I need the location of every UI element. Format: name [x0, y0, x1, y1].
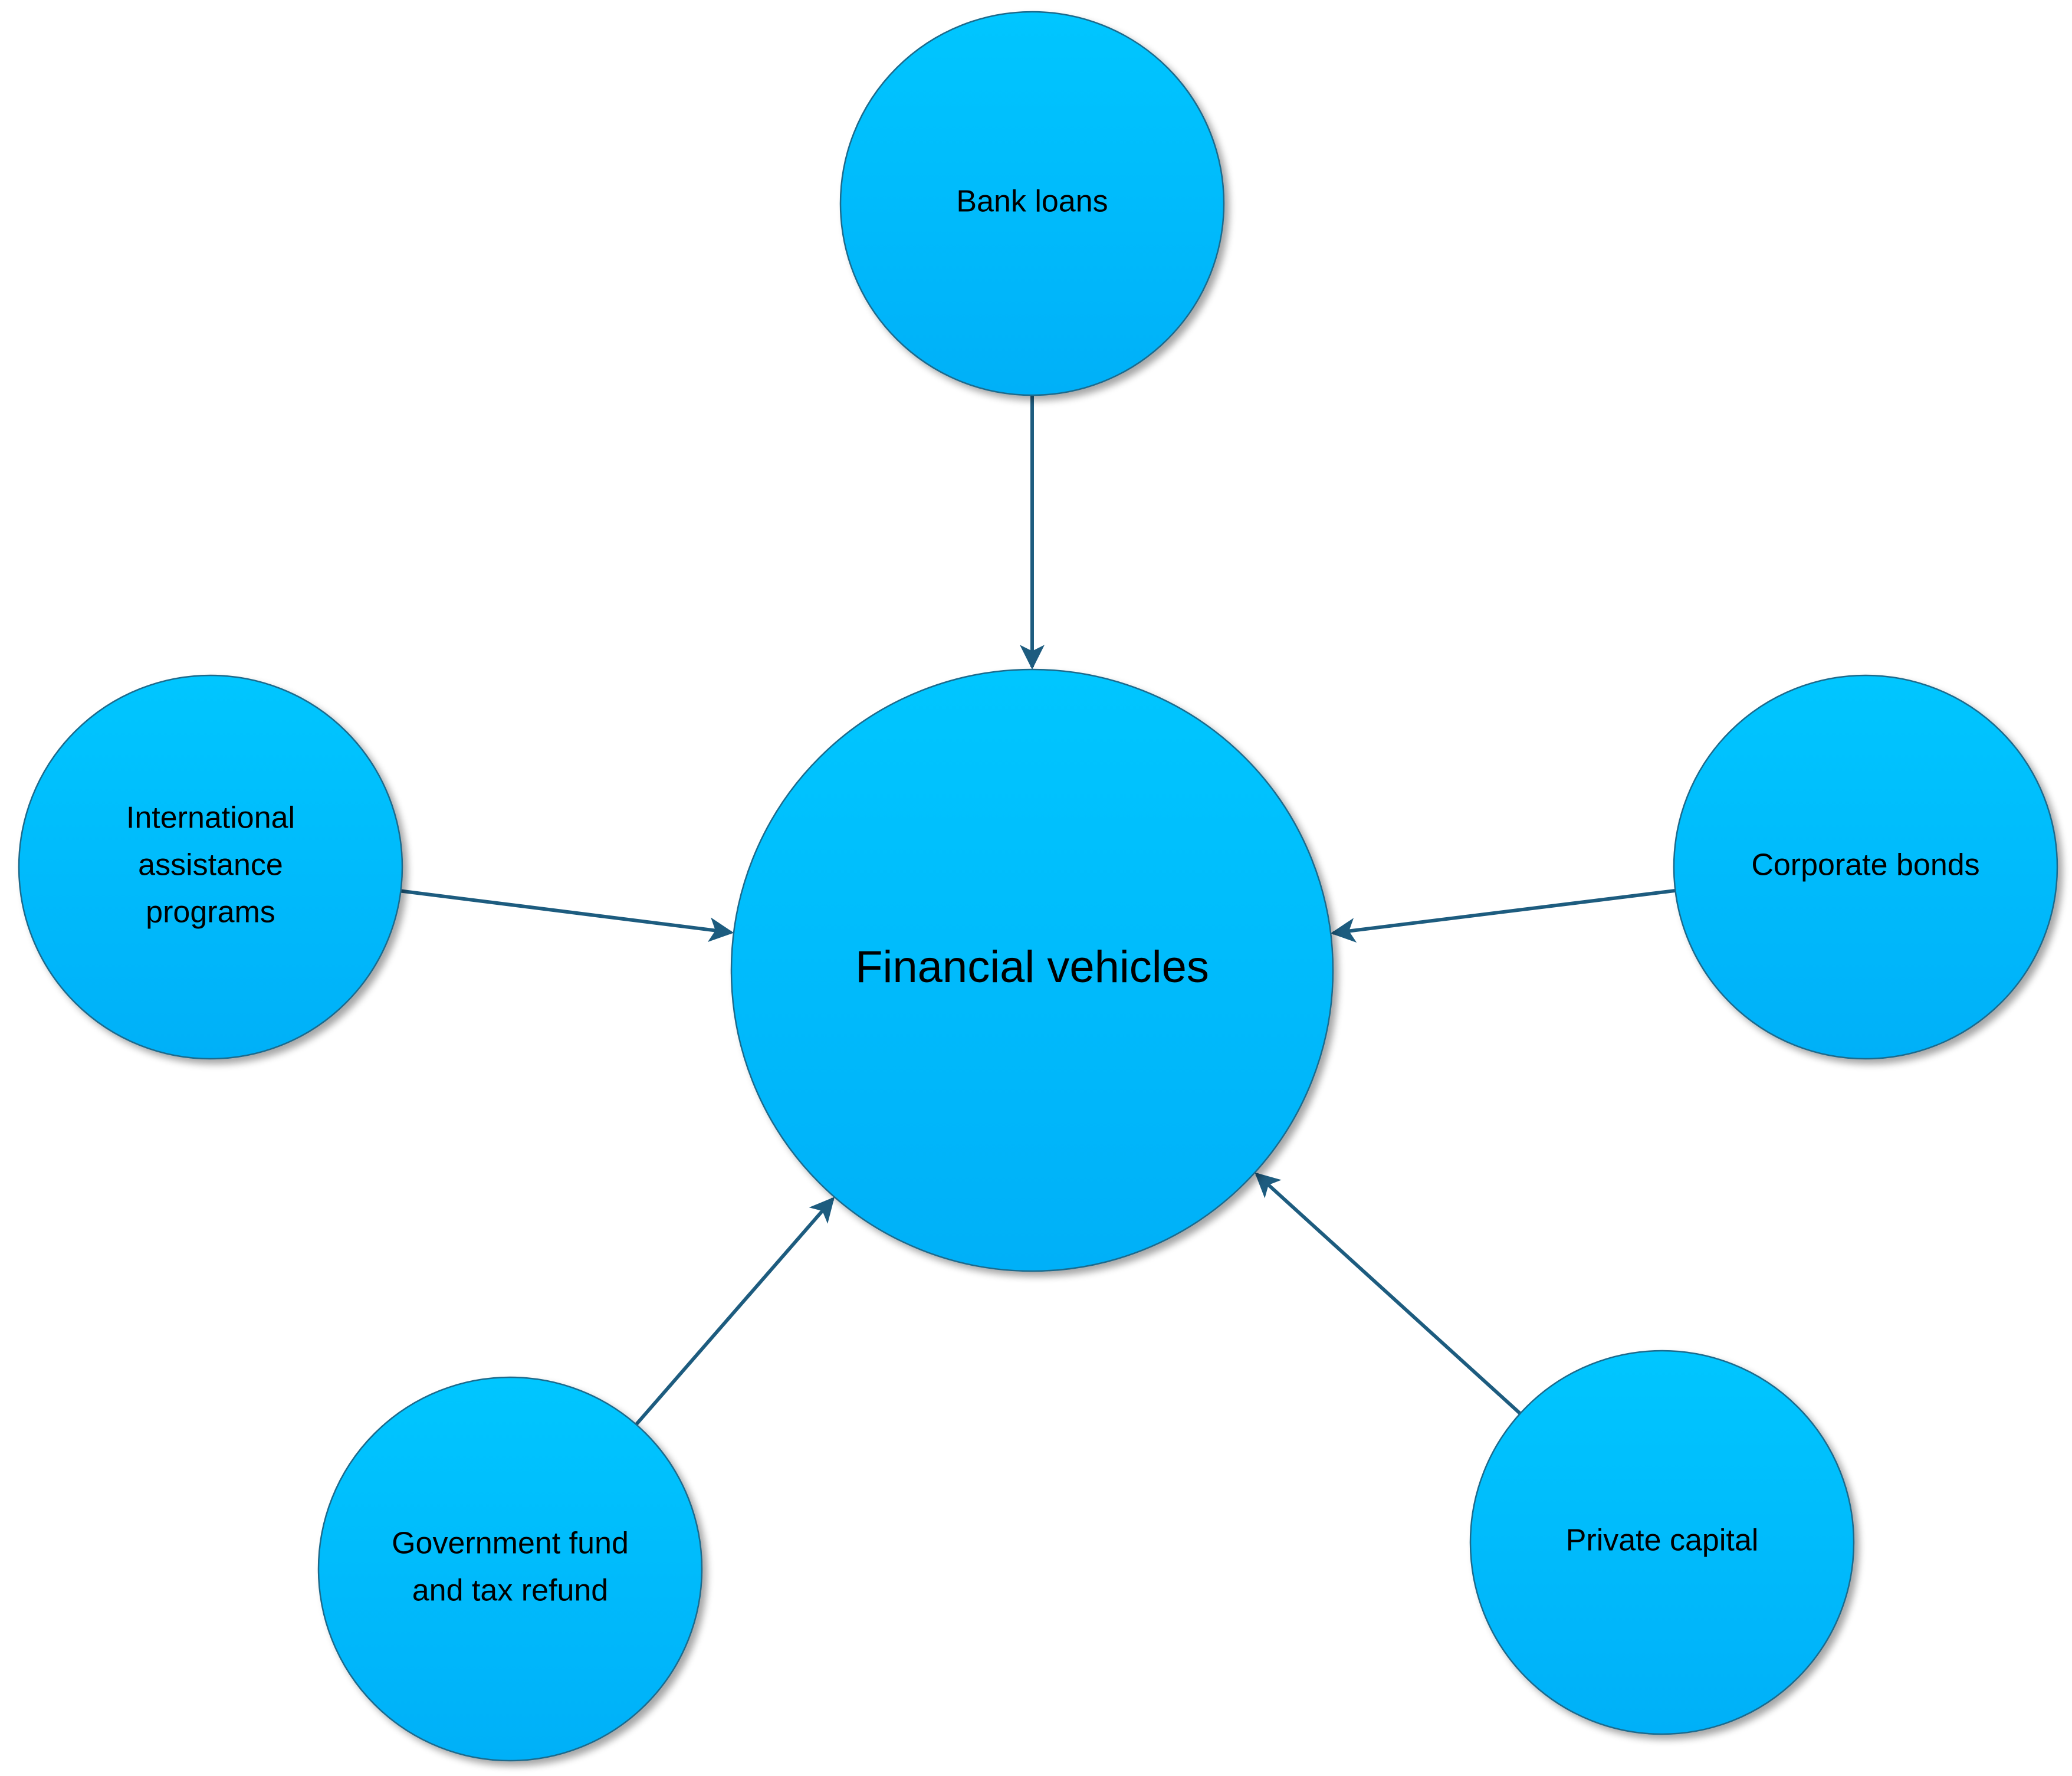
node-label-international-assistance: International	[126, 801, 295, 835]
arrow-government-fund-to-center	[635, 1197, 835, 1426]
node-circle-government-fund	[317, 1376, 703, 1762]
node-bank-loans: Bank loans	[839, 11, 1225, 396]
nodes-layer: Financial vehicles Bank loansInternationa…	[18, 11, 2058, 1762]
node-circle-corporate-bonds	[1673, 674, 2058, 1060]
node-center: Financial vehicles	[730, 668, 1334, 1272]
node-circle-international-assistance	[18, 674, 403, 1060]
node-label-government-fund: Government fund	[392, 1526, 629, 1561]
arrow-corporate-bonds-to-center	[1330, 888, 1676, 943]
node-label-international-assistance: programs	[146, 895, 275, 930]
node-government-fund: Government fund and tax refund	[317, 1376, 703, 1762]
node-label-bank-loans: Bank loans	[956, 185, 1108, 219]
node-circle-private-capital	[1469, 1350, 1855, 1735]
node-circle-center	[730, 668, 1334, 1272]
node-label-corporate-bonds: Corporate bonds	[1751, 848, 1979, 882]
node-label-center: Financial vehicles	[855, 942, 1209, 992]
node-international-assistance: International assistance programs	[18, 674, 403, 1060]
node-label-international-assistance: assistance	[138, 848, 283, 882]
node-label-private-capital: Private capital	[1566, 1524, 1759, 1558]
node-label-government-fund: and tax refund	[412, 1574, 608, 1608]
node-corporate-bonds: Corporate bonds	[1673, 674, 2058, 1060]
node-private-capital: Private capital	[1469, 1350, 1855, 1735]
node-circle-bank-loans	[839, 11, 1225, 396]
edges-layer	[400, 395, 1676, 1426]
arrow-international-assistance-to-center	[400, 889, 734, 943]
arrow-private-capital-to-center	[1255, 1172, 1522, 1415]
